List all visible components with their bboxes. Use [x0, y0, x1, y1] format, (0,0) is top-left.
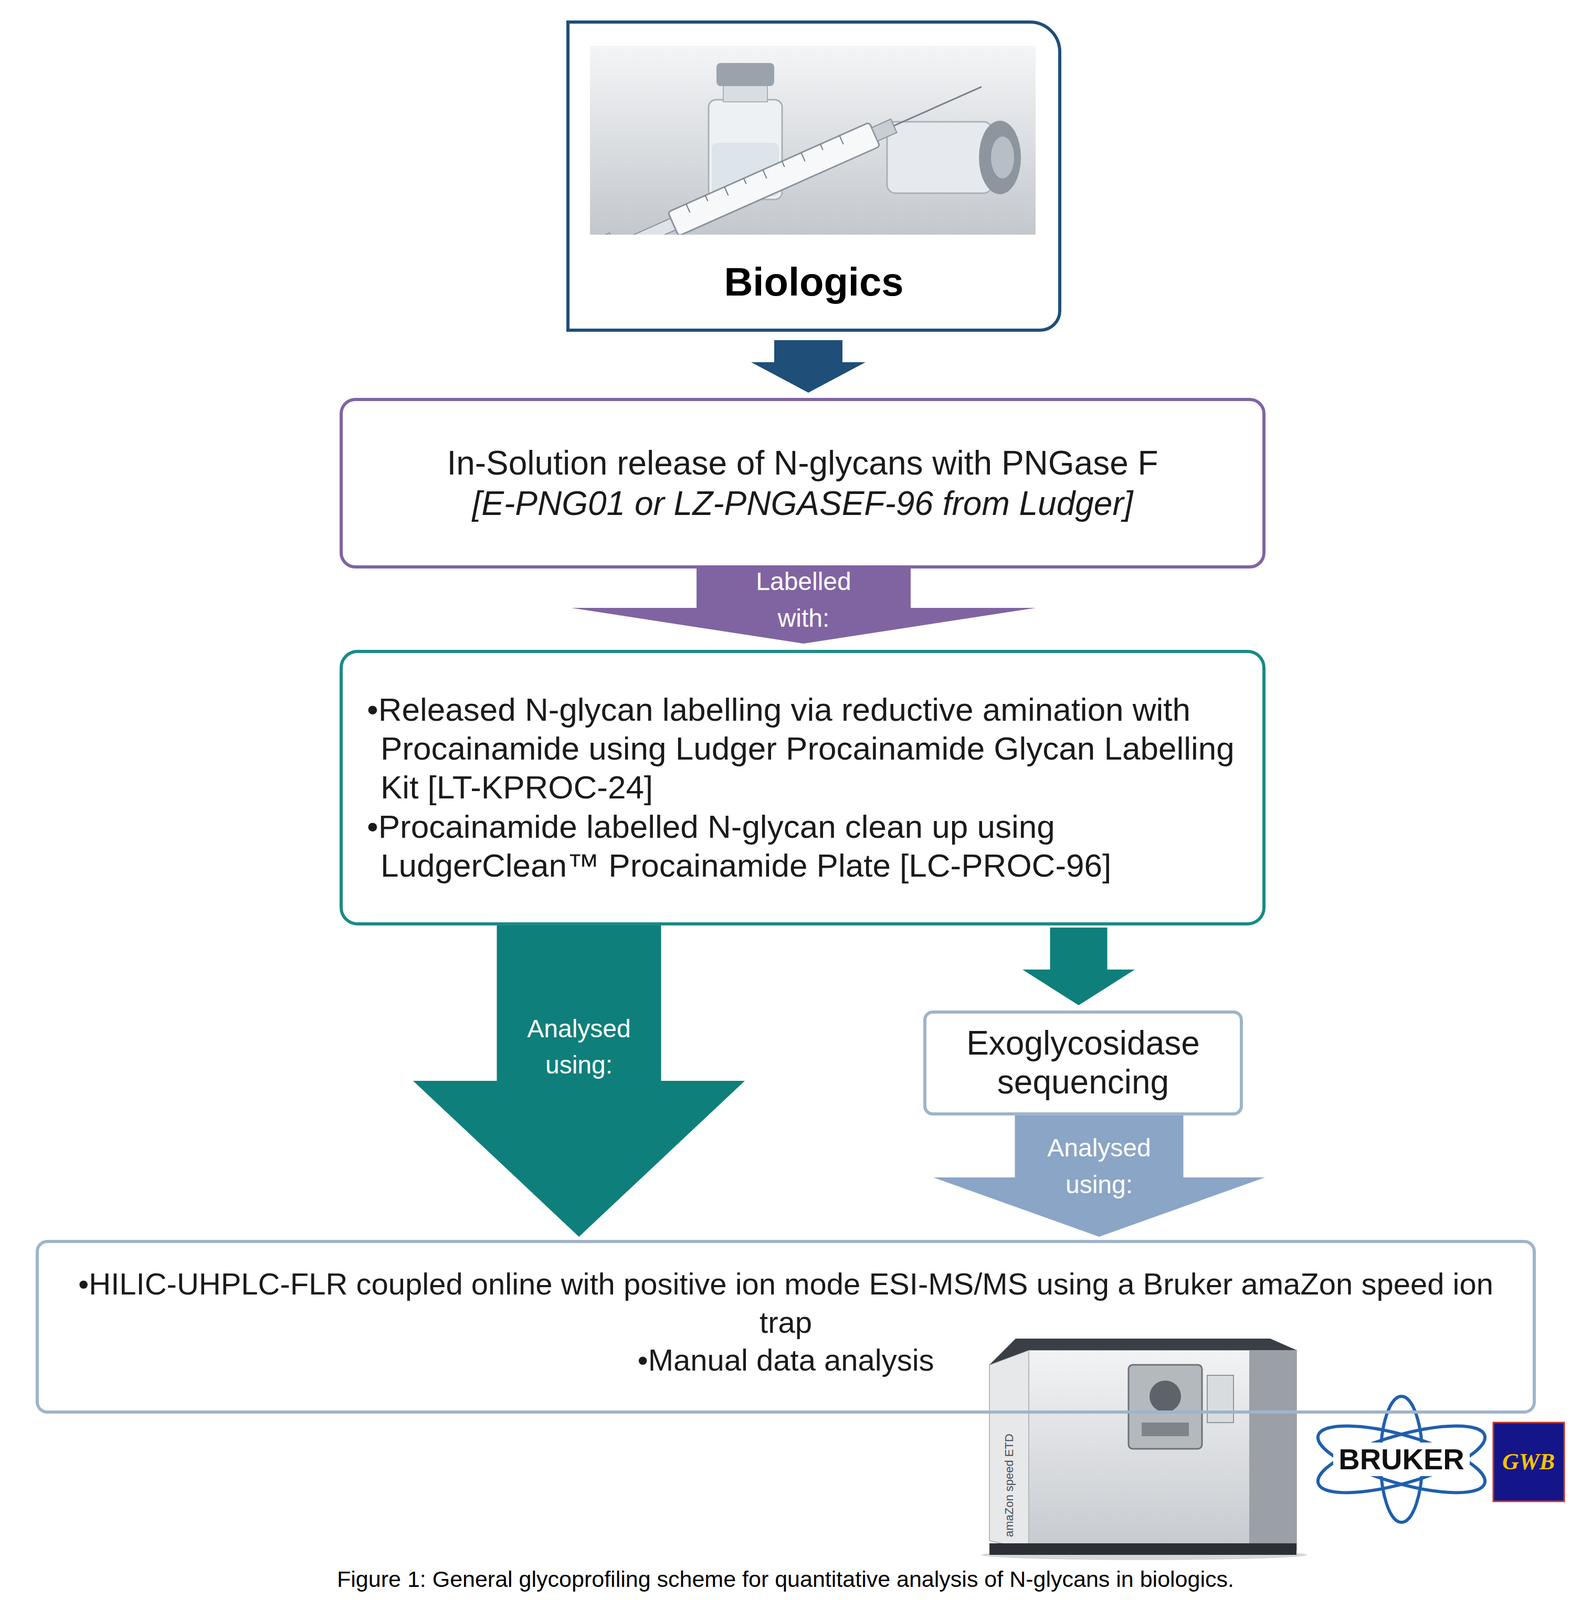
syringe-barrel — [667, 122, 880, 235]
instrument-front — [1028, 1350, 1297, 1550]
syringe-plunger — [612, 217, 678, 235]
syringe-needle — [893, 86, 982, 126]
vial-photo — [589, 45, 1036, 235]
instrument-door — [1207, 1375, 1234, 1423]
arrow-label: Analysed using: — [1030, 1129, 1168, 1203]
process-box: •Released N-glycan labelling via reducti… — [339, 649, 1266, 926]
bruker-logo — [1311, 1396, 1492, 1523]
syringe — [601, 70, 989, 235]
bullet-text: •Released N-glycan labelling via reducti… — [366, 690, 1237, 808]
ion-trap-instrument — [981, 1338, 1307, 1560]
arrow-label: Analysed using: — [510, 1010, 648, 1084]
instrument-model: amaZon speed ETD — [1002, 1434, 1016, 1538]
logo-orbit — [1311, 1411, 1492, 1506]
block-arrow — [751, 340, 866, 393]
box-text: Exoglycosidase sequencing — [939, 1024, 1228, 1102]
logo-text: BRUKER — [1333, 1442, 1470, 1476]
ion-source-port — [1149, 1380, 1182, 1412]
lying-vial-cap-inner — [990, 136, 1015, 179]
block-arrow — [413, 925, 745, 1237]
vial-cap — [716, 62, 775, 87]
box-subtext: [E-PNG01 or LZ-PNGASEF-96 from Ludger] — [363, 483, 1242, 524]
photo-ground — [589, 45, 1036, 235]
logo-orbit — [1311, 1411, 1492, 1506]
bullet-text: •Procainamide labelled N-glycan clean up… — [366, 807, 1237, 886]
syringe-hub — [871, 119, 898, 142]
syringe-graduations — [686, 135, 844, 213]
instrument-side — [989, 1350, 1029, 1550]
vial-neck — [723, 83, 768, 102]
ion-source-knob — [1141, 1422, 1189, 1437]
instrument-right-panel — [1249, 1350, 1297, 1550]
process-box: In-Solution release of N-glycans with PN… — [339, 397, 1266, 569]
block-arrow — [1022, 927, 1135, 1006]
arrow-label: Labelled with: — [735, 563, 872, 637]
box-text: Biologics — [585, 257, 1043, 306]
ion-source — [1128, 1364, 1203, 1449]
analysis-box: •HILIC-UHPLC-FLR coupled online with pos… — [35, 1239, 1536, 1414]
gwb-logo — [1493, 1422, 1565, 1502]
instrument-base — [989, 1543, 1297, 1555]
box-subtext: •Manual data analysis — [70, 1341, 1502, 1380]
figure-caption: Figure 1: General glycoprofiling scheme … — [0, 1565, 1571, 1594]
logo-text: GWB — [1502, 1448, 1555, 1476]
box-text: •HILIC-UHPLC-FLR coupled online with pos… — [70, 1264, 1502, 1342]
syringe-thumb — [601, 233, 624, 235]
lying-vial — [887, 121, 993, 194]
box-text: In-Solution release of N-glycans with PN… — [363, 443, 1242, 484]
logo-square — [1493, 1422, 1565, 1502]
block-arrow — [933, 1115, 1265, 1237]
process-box: Exoglycosidase sequencing — [923, 1010, 1243, 1116]
lying-vial-cap — [978, 120, 1021, 195]
sample-box: Biologics — [566, 20, 1062, 332]
